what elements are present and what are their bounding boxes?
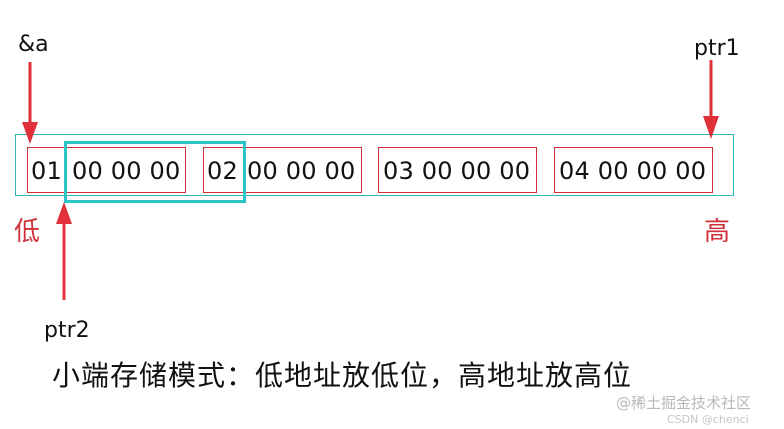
- int-box-3: [378, 147, 537, 193]
- byte-01: 01: [31, 157, 62, 185]
- byte-02: 02: [207, 157, 238, 185]
- addr-a-arrow: [22, 62, 38, 144]
- high-address-label: 高: [704, 217, 731, 247]
- ptr1-arrow: [703, 60, 719, 139]
- bytes-2-rest: 00 00 00: [247, 157, 356, 185]
- memory-strip: [15, 134, 734, 196]
- int-box-2: [203, 147, 362, 193]
- word-3: 03 00 00 00: [383, 157, 531, 185]
- ptr2-window: [64, 141, 246, 203]
- addr-a-label: &a: [18, 32, 49, 57]
- int-box-1: [27, 147, 186, 193]
- caption: 小端存储模式：低地址放低位，高地址放高位: [52, 359, 633, 392]
- bytes-1-rest: 00 00 00: [72, 157, 181, 185]
- int-box-4: [554, 147, 713, 193]
- ptr2-arrow: [56, 202, 72, 300]
- ptr2-label: ptr2: [44, 318, 90, 343]
- ptr1-label: ptr1: [694, 36, 740, 61]
- word-4: 04 00 00 00: [559, 157, 707, 185]
- low-address-label: 低: [14, 217, 41, 247]
- watermark-main: @稀土掘金技术社区: [616, 394, 752, 412]
- watermark-sub: CSDN @chenci: [667, 413, 749, 426]
